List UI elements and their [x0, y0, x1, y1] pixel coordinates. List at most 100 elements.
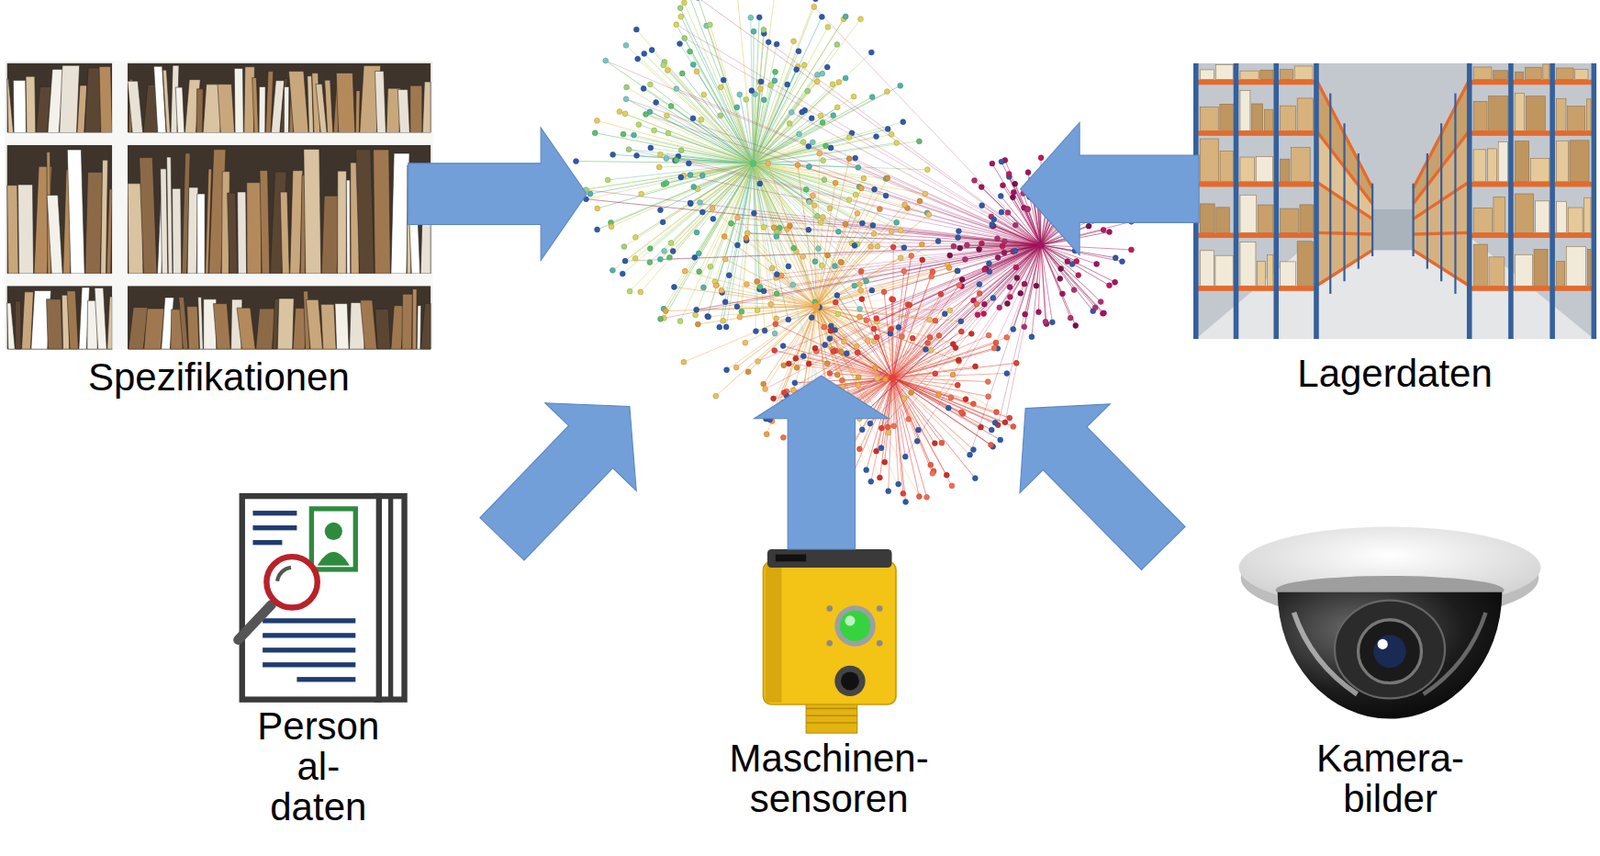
- network-dot: [943, 471, 950, 478]
- lens-core: [1373, 634, 1407, 668]
- network-dot: [754, 307, 761, 314]
- warehouse-box: [1199, 69, 1214, 80]
- network-dot: [806, 198, 813, 204]
- network-dot: [706, 22, 713, 28]
- network-dot: [872, 365, 878, 371]
- network-dot: [829, 81, 836, 88]
- warehouse-box: [1524, 67, 1542, 79]
- network-cross-link: [773, 245, 1041, 399]
- connector-thread: [805, 714, 858, 717]
- warehouse-picture: [1193, 63, 1597, 339]
- network-dot: [873, 134, 880, 140]
- network-dot: [619, 270, 626, 277]
- network-dot: [947, 252, 953, 258]
- text-line: [252, 539, 282, 545]
- folder: [46, 194, 63, 273]
- picture-space: [226, 492, 411, 706]
- network-dot: [663, 180, 670, 187]
- warehouse-box: [1252, 103, 1264, 131]
- network-dot: [973, 363, 979, 370]
- network-link: [816, 268, 950, 307]
- network-dot: [717, 84, 724, 90]
- network-dot: [620, 131, 627, 137]
- network-cross-link: [752, 163, 828, 413]
- network-dot: [805, 226, 812, 233]
- warehouse-box: [1199, 250, 1214, 286]
- network-link: [1040, 245, 1110, 286]
- network-link: [893, 377, 948, 475]
- folder: [14, 301, 22, 349]
- network-link: [696, 163, 753, 233]
- network-link: [752, 81, 817, 164]
- network-dot: [858, 287, 864, 293]
- network-dot: [1033, 282, 1040, 289]
- network-dot: [760, 223, 767, 230]
- receding-upright: [1357, 153, 1360, 269]
- network-cross-link: [673, 163, 753, 288]
- network-link: [893, 377, 976, 478]
- network-dot: [760, 97, 767, 103]
- folder: [402, 293, 414, 349]
- network-dot: [993, 339, 999, 346]
- network-dot: [1010, 194, 1017, 201]
- network-link: [671, 105, 753, 163]
- network-dot: [823, 143, 829, 149]
- network-dot: [997, 193, 1004, 200]
- network-link: [775, 324, 894, 379]
- folder: [252, 78, 259, 134]
- network-dot: [1006, 414, 1013, 421]
- network-dot: [662, 308, 669, 314]
- network-dot: [985, 332, 992, 338]
- network-link: [1040, 245, 1105, 314]
- network-dot: [603, 57, 609, 64]
- network-link: [752, 19, 861, 164]
- shelf-compartment: [7, 145, 112, 274]
- text-line: [252, 525, 297, 530]
- photo-frame: [311, 508, 356, 570]
- network-dot: [636, 122, 642, 128]
- folder: [279, 191, 290, 274]
- light-glare: [844, 615, 855, 626]
- warehouse-box: [1586, 99, 1591, 131]
- network-dot: [785, 360, 792, 367]
- network-dot: [989, 160, 996, 167]
- network-dot: [817, 219, 824, 225]
- network-dot: [827, 335, 833, 342]
- network-dot: [972, 178, 978, 184]
- sensor-shade: [765, 563, 783, 703]
- warehouse-box: [1199, 203, 1215, 234]
- network-link: [681, 16, 754, 164]
- warehouse-box: [1240, 241, 1256, 286]
- network-dot: [927, 334, 933, 340]
- warehouse-box: [1280, 105, 1297, 131]
- network-dot: [768, 82, 774, 89]
- network-dot: [622, 111, 628, 117]
- warehouse-box: [1240, 70, 1259, 80]
- network-link: [893, 377, 974, 403]
- folder: [416, 305, 421, 349]
- network-dot: [822, 342, 828, 348]
- sensor-screw: [876, 604, 884, 612]
- network-link: [574, 163, 754, 191]
- shelf-board: [5, 273, 434, 286]
- picture-space: [1196, 63, 1595, 354]
- network-dot: [922, 190, 929, 197]
- network-dot: [638, 190, 645, 197]
- network-dot: [792, 380, 798, 386]
- network-dot: [959, 409, 965, 415]
- network-dot: [761, 327, 768, 334]
- network-dot: [671, 284, 678, 291]
- network-dot: [771, 395, 777, 402]
- network-dot: [991, 345, 997, 351]
- warehouse-box: [1216, 207, 1230, 234]
- network-link: [640, 163, 754, 292]
- network-dot: [1071, 287, 1077, 293]
- network-dot: [855, 374, 862, 381]
- network-dot: [917, 198, 923, 204]
- warehouse-box: [1260, 69, 1274, 80]
- network-dot: [793, 355, 799, 361]
- network-dot: [682, 35, 688, 42]
- network-dot: [791, 38, 797, 45]
- network-dot: [745, 369, 751, 375]
